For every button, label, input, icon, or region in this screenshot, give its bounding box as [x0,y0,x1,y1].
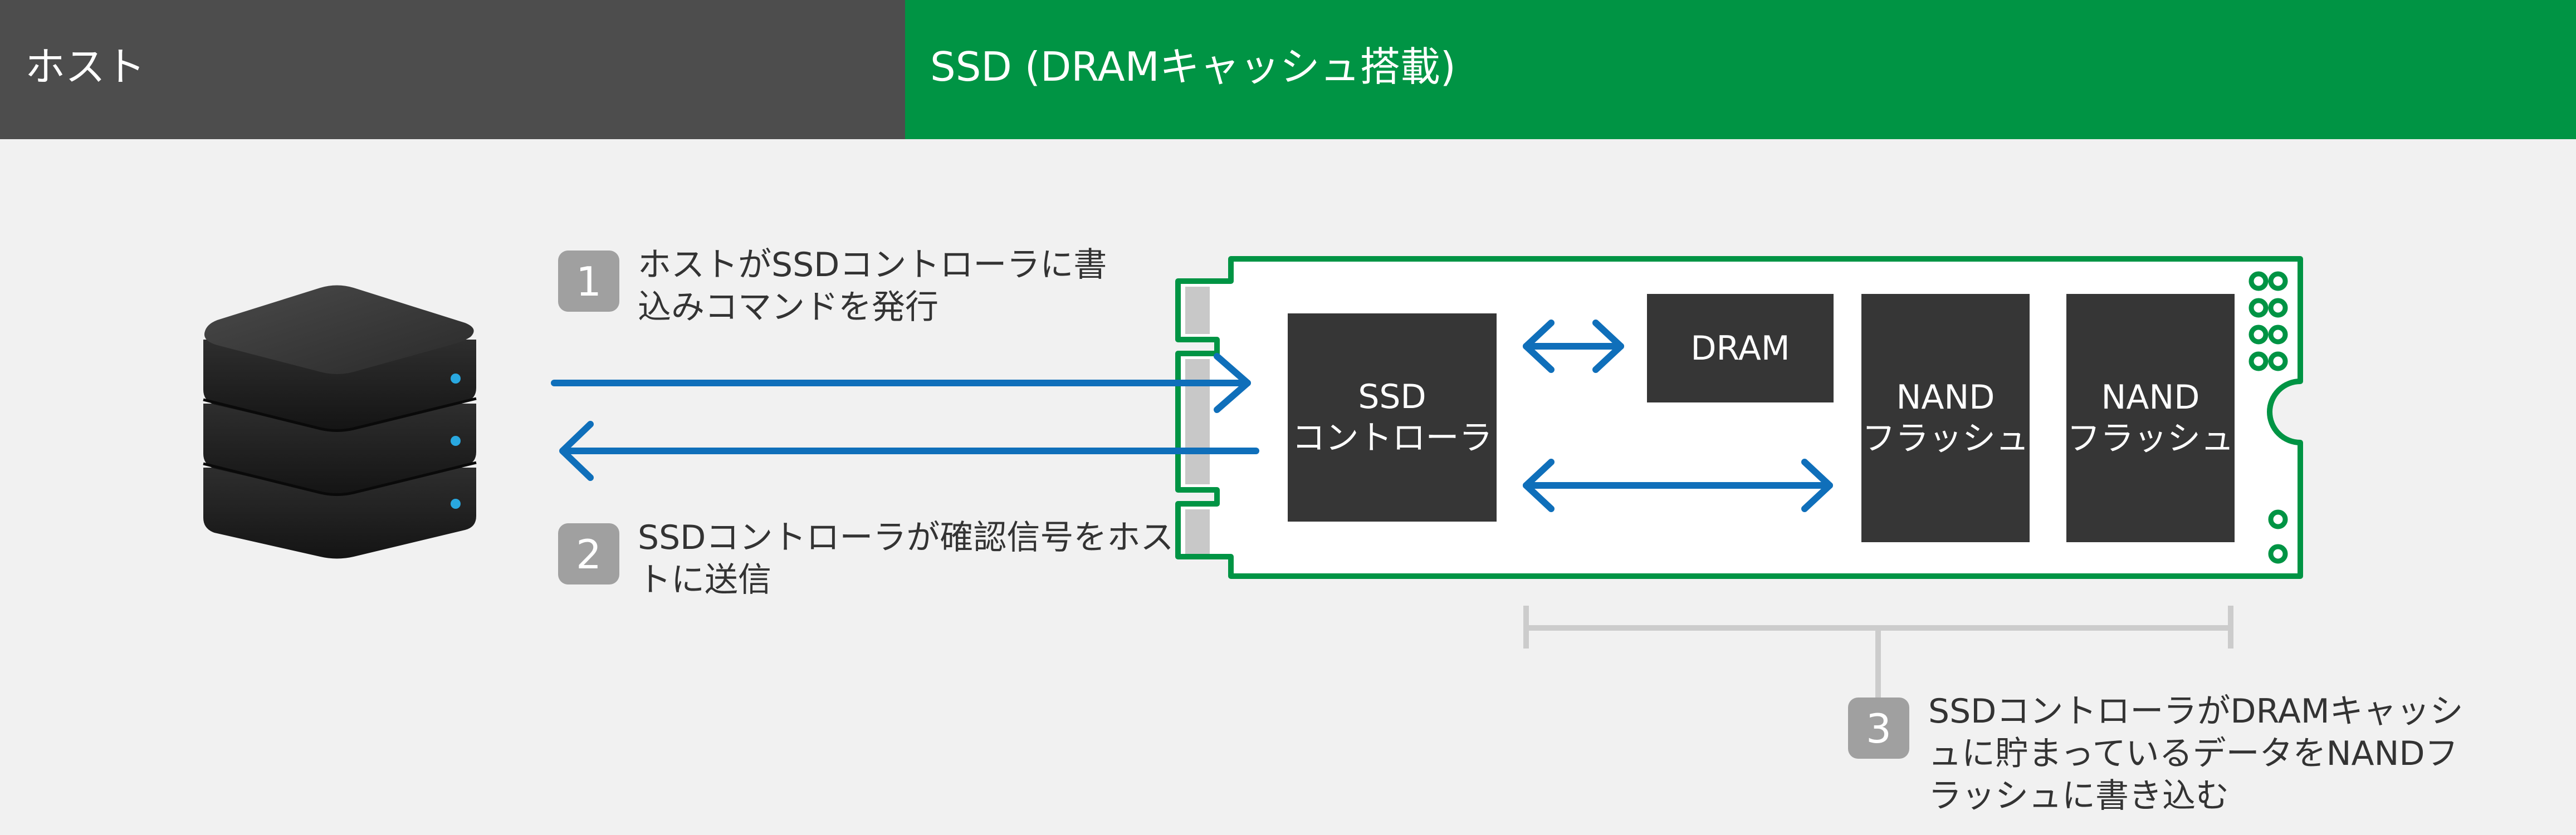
nand-flash-chip-1: NAND フラッシュ [1861,294,2030,542]
ack-signal-arrow [559,421,1259,481]
step-2-text: SSDコントローラが確認信号をホス トに送信 [638,517,1174,601]
step-1-text: ホストがSSDコントローラに書 込みコマンドを発行 [638,244,1107,328]
step-2-line-1: SSDコントローラが確認信号をホス [638,518,1174,557]
controller-dram-arrow [1523,320,1624,373]
step-3-line-3: ラッシュに書き込む [1928,777,2229,816]
step-3-text: SSDコントローラがDRAMキャッシ ュに貯まっているデータをNANDフ ラッシ… [1928,690,2463,817]
ssd-controller-chip: SSD コントローラ [1288,313,1497,522]
edge-connector [1185,287,1210,334]
nand2-label-line2: フラッシュ [2067,419,2234,458]
nand-flash-chip-2: NAND フラッシュ [2066,294,2235,542]
controller-label-line1: SSD [1358,377,1426,416]
nand1-label-line2: フラッシュ [1862,419,2029,458]
controller-nand-arrow [1523,459,1833,512]
ssd-header: SSD (DRAMキャッシュ搭載) [905,0,2576,139]
nand-bracket [1523,606,2233,704]
pcb-holes [2248,271,2288,564]
nand1-label-line1: NAND [1896,378,1995,417]
dram-label: DRAM [1690,328,1790,368]
step-3-line-2: ュに貯まっているデータをNANDフ [1928,734,2458,773]
step-2-line-2: トに送信 [638,561,771,600]
controller-label-line2: コントローラ [1292,419,1493,458]
nand2-label-line1: NAND [2101,378,2200,417]
step-1-line-2: 込みコマンドを発行 [638,288,938,327]
step-1-line-1: ホストがSSDコントローラに書 [638,245,1107,284]
step-1-badge: 1 [558,250,619,312]
write-command-arrow [551,353,1251,413]
server-stack-icon [203,285,477,559]
step-3-badge: 3 [1848,698,1909,759]
host-header-label: ホスト [25,43,146,90]
step-3-line-1: SSDコントローラがDRAMキャッシ [1928,692,2463,731]
step-2-badge: 2 [558,523,619,584]
ssd-header-label: SSD (DRAMキャッシュ搭載) [930,43,1456,90]
host-header: ホスト [0,0,905,139]
dram-chip: DRAM [1647,294,1834,402]
